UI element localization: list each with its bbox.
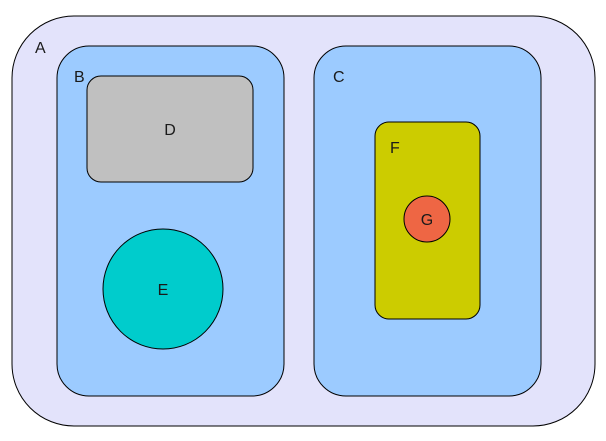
shape-e (102, 228, 224, 350)
label-f: F (390, 140, 400, 157)
label-g: G (421, 212, 433, 229)
shape-g (403, 195, 451, 243)
label-a: A (35, 40, 46, 57)
shape-d (86, 75, 254, 183)
label-c: C (333, 69, 345, 86)
label-e: E (158, 282, 169, 299)
label-d: D (164, 122, 176, 139)
label-b: B (74, 69, 85, 86)
